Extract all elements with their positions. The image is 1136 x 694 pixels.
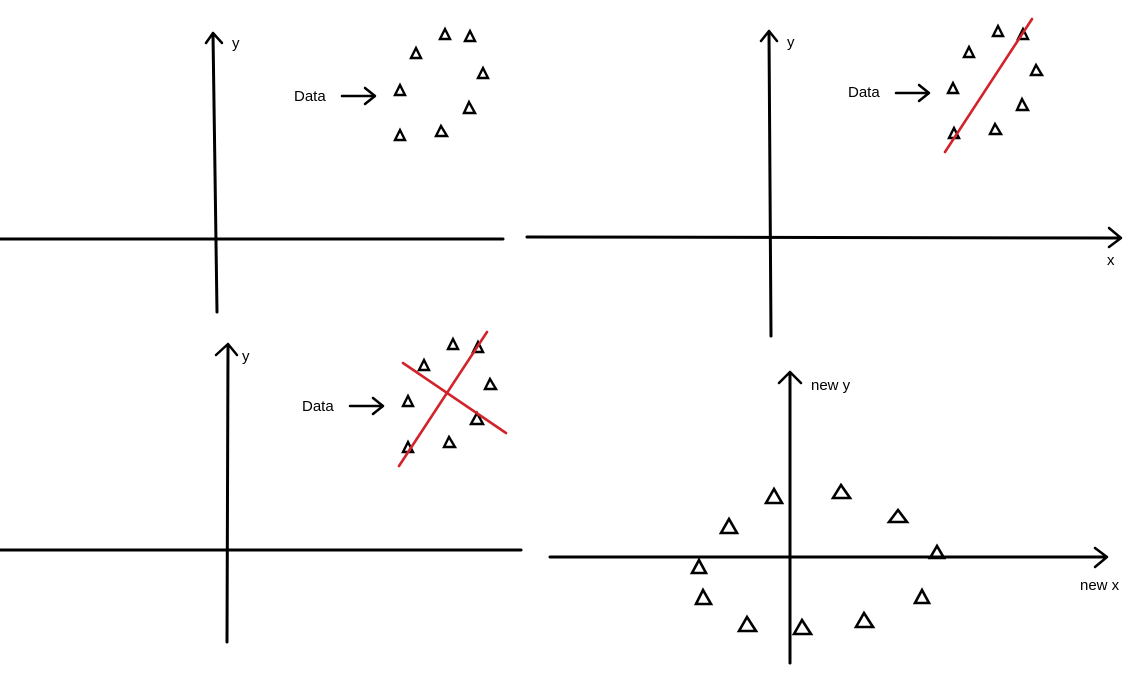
- x-axis-label: new x: [1080, 577, 1120, 594]
- data-points: [689, 482, 947, 636]
- data-points: [946, 23, 1045, 140]
- data-label: Data: [294, 88, 326, 105]
- data-point: [476, 65, 490, 80]
- data-point: [471, 339, 485, 354]
- data-point: [438, 26, 452, 41]
- data-point: [462, 99, 478, 115]
- data-point: [689, 557, 709, 575]
- principal-component-line-1: [397, 330, 489, 468]
- data-point: [434, 123, 450, 138]
- data-point: [1029, 62, 1045, 77]
- data-point: [962, 44, 976, 59]
- data-point: [763, 486, 785, 505]
- data-point: [991, 23, 1005, 38]
- data-point: [853, 610, 876, 629]
- data-point: [393, 127, 407, 142]
- data-label: Data: [848, 84, 880, 101]
- y-axis-label: y: [242, 348, 250, 365]
- panel-bottom-left: y Data: [0, 330, 523, 644]
- data-point: [1015, 96, 1031, 112]
- data-point: [409, 45, 423, 60]
- data-point: [927, 543, 947, 560]
- data-point: [483, 376, 499, 391]
- data-point: [718, 516, 740, 535]
- data-point: [417, 357, 431, 372]
- data-point: [693, 587, 714, 606]
- y-axis: [211, 32, 219, 314]
- y-axis-label: y: [787, 34, 795, 51]
- data-point: [401, 393, 415, 408]
- x-axis-arrowhead: [1107, 226, 1123, 249]
- y-axis-label: y: [232, 35, 240, 52]
- data-points: [393, 26, 490, 142]
- y-axis-arrowhead: [777, 370, 803, 385]
- data-point: [791, 617, 814, 636]
- x-axis-label: x: [1107, 252, 1115, 269]
- y-axis: [225, 345, 230, 644]
- data-point: [912, 587, 932, 605]
- y-axis-arrowhead: [759, 29, 779, 43]
- data-point: [946, 80, 960, 95]
- principal-component-line-2: [401, 361, 508, 435]
- data-arrow: [340, 86, 377, 106]
- data-point: [393, 82, 407, 97]
- data-label: Data: [302, 398, 334, 415]
- data-point: [446, 336, 460, 351]
- y-axis-label: new y: [811, 377, 851, 394]
- data-point: [886, 507, 910, 524]
- data-point: [442, 434, 458, 449]
- y-axis-arrowhead: [204, 31, 224, 45]
- data-points: [401, 336, 499, 454]
- panel-top-right: x y Data: [525, 17, 1123, 338]
- data-point: [1016, 26, 1030, 41]
- y-axis: [767, 31, 773, 338]
- principal-component-line: [943, 17, 1034, 154]
- data-point: [736, 614, 759, 633]
- data-point: [830, 482, 853, 500]
- x-axis: [525, 235, 1122, 240]
- panel-top-left: y Data: [0, 26, 505, 314]
- x-axis-arrowhead: [1093, 546, 1109, 569]
- data-point: [988, 121, 1004, 136]
- data-arrow: [348, 396, 385, 416]
- y-axis-arrowhead: [214, 342, 239, 357]
- panel-bottom-right: new x new y: [548, 370, 1120, 665]
- data-point: [463, 28, 477, 43]
- data-point: [468, 410, 486, 426]
- data-arrow: [894, 83, 931, 103]
